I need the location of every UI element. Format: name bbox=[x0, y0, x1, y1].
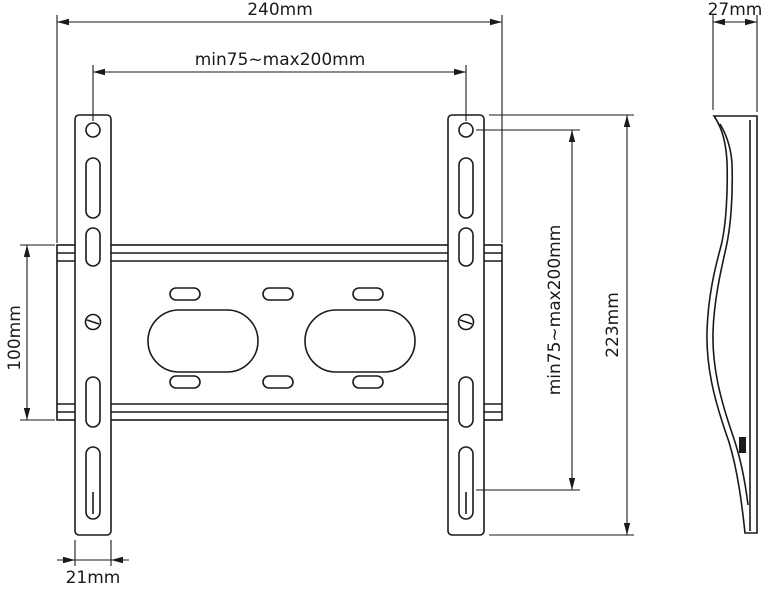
arrowhead bbox=[93, 68, 105, 76]
arrowhead bbox=[23, 245, 31, 257]
plate-slot bbox=[169, 287, 201, 301]
dim-vertical-hole-span-label: min75~max200mm bbox=[545, 225, 565, 396]
right-rail-screw-slot bbox=[459, 319, 473, 325]
dim-total-height: 223mm bbox=[489, 114, 634, 536]
arrowhead bbox=[745, 18, 757, 26]
right-rail-slot bbox=[458, 376, 474, 428]
left-rail-slot bbox=[85, 376, 101, 428]
dim-rail-width: 21mm bbox=[57, 540, 129, 588]
left-rail-bottom-slot bbox=[85, 446, 101, 520]
plate-slot bbox=[169, 375, 201, 389]
arrowhead bbox=[568, 130, 576, 142]
plate-slot bbox=[262, 375, 294, 389]
left-rail-top-hole bbox=[85, 122, 101, 138]
plate-slot bbox=[352, 287, 384, 301]
arrowhead bbox=[623, 115, 631, 127]
dim-total-width-label: 240mm bbox=[247, 0, 313, 20]
dim-rail-width-label: 21mm bbox=[66, 568, 121, 588]
arrowhead bbox=[57, 18, 69, 26]
side-profile-thickness-line bbox=[712, 123, 749, 506]
wall-plate bbox=[56, 244, 503, 421]
arrowhead bbox=[490, 18, 502, 26]
arrowhead bbox=[568, 478, 576, 490]
plate-large-cutout bbox=[147, 309, 259, 373]
left-rail-slot bbox=[85, 157, 101, 219]
dim-horizontal-hole-span: min75~max200mm bbox=[92, 50, 467, 121]
dim-total-height-label: 223mm bbox=[603, 292, 623, 358]
front-view bbox=[56, 114, 503, 536]
right-rail-slot bbox=[458, 227, 474, 267]
arrowhead bbox=[623, 523, 631, 535]
dim-plate-height: 100mm bbox=[5, 244, 55, 421]
side-profile-outline bbox=[706, 115, 758, 534]
arrowhead bbox=[111, 556, 123, 564]
dim-depth-label: 27mm bbox=[708, 0, 763, 20]
wall-plate-outline bbox=[56, 244, 503, 421]
plate-slot bbox=[262, 287, 294, 301]
dim-plate-height-label: 100mm bbox=[5, 305, 25, 371]
side-lock-detail bbox=[739, 437, 746, 453]
left-rail bbox=[74, 114, 112, 536]
arrowhead bbox=[454, 68, 466, 76]
dim-total-width: 240mm bbox=[56, 0, 503, 243]
arrowhead bbox=[713, 18, 725, 26]
plate-slot bbox=[352, 375, 384, 389]
right-rail-top-hole bbox=[458, 122, 474, 138]
dim-horizontal-hole-span-label: min75~max200mm bbox=[195, 50, 366, 70]
plate-large-cutout bbox=[304, 309, 416, 373]
right-rail-slot bbox=[458, 157, 474, 219]
right-rail bbox=[447, 114, 485, 536]
dim-depth: 27mm bbox=[708, 0, 763, 112]
left-rail-slot bbox=[85, 227, 101, 267]
arrowhead bbox=[23, 408, 31, 420]
arrowhead bbox=[63, 556, 75, 564]
left-rail-screw-slot bbox=[86, 319, 100, 325]
right-rail-bottom-slot bbox=[458, 446, 474, 520]
dim-vertical-hole-span: min75~max200mm bbox=[476, 129, 580, 491]
side-view bbox=[706, 115, 758, 534]
